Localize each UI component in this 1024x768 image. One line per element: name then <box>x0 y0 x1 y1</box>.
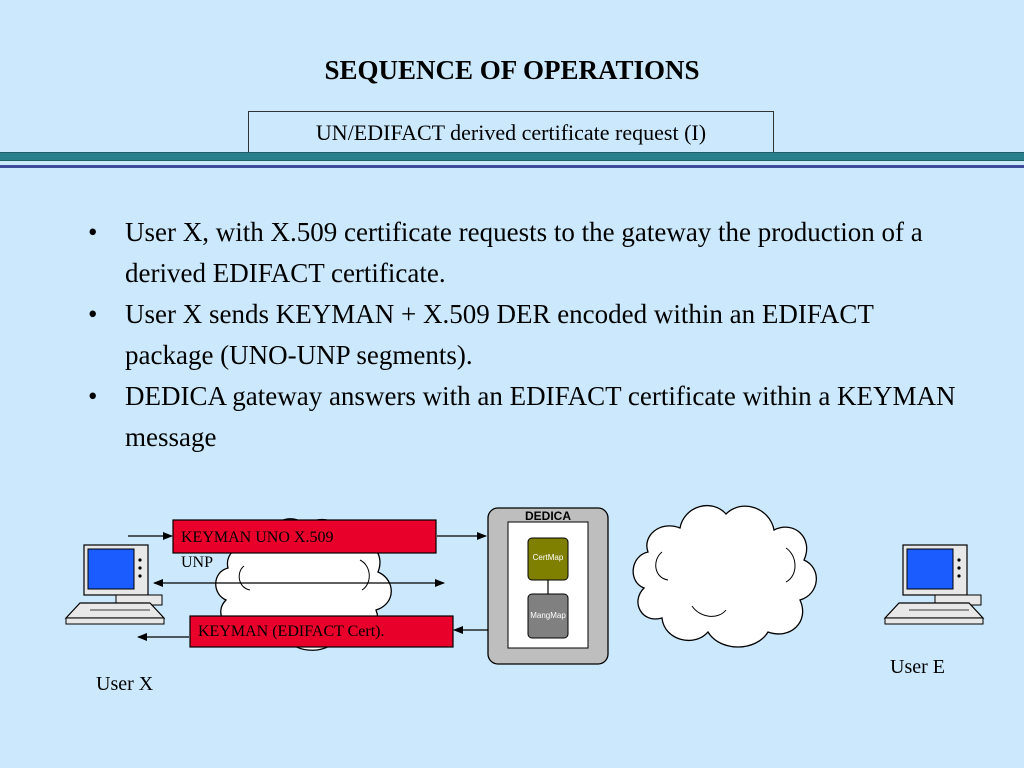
divider-navy <box>0 165 1024 168</box>
response-message-box <box>189 615 454 648</box>
mangmap-label: MangMap <box>530 611 566 620</box>
user-x-label: User X <box>96 673 154 695</box>
bullet-dot: • <box>88 299 98 329</box>
certmap-module <box>527 537 569 581</box>
bullet-text: User X, with X.509 certificate requests … <box>125 217 923 288</box>
bullet-text: DEDICA gateway answers with an EDIFACT c… <box>125 381 956 452</box>
request-message-line1: KEYMAN UNO X.509 <box>181 529 334 546</box>
request-message-box <box>172 519 437 554</box>
bullet-dot: • <box>88 381 98 411</box>
mangmap-module <box>527 593 569 639</box>
bullet-list: • User X, with X.509 certificate requests… <box>88 212 968 458</box>
page-title: SEQUENCE OF OPERATIONS <box>324 55 700 85</box>
subtitle-text: UN/EDIFACT derived certificate request (… <box>315 120 707 145</box>
divider-teal <box>0 152 1024 161</box>
user-e-label: User E <box>890 656 945 678</box>
subtitle-box: UN/EDIFACT derived certificate request (… <box>248 111 774 155</box>
request-message-line2: UNP <box>181 554 214 571</box>
dedica-gateway <box>487 507 609 665</box>
bullet-item: • DEDICA gateway answers with an EDIFACT … <box>88 376 968 458</box>
bullet-item: • User X sends KEYMAN + X.509 DER encoded… <box>88 294 968 376</box>
response-message: KEYMAN (EDIFACT Cert). <box>198 623 385 640</box>
bullet-item: • User X, with X.509 certificate requests… <box>88 212 968 294</box>
gateway-label: DEDICA <box>525 509 571 523</box>
network-cloud-icon <box>632 504 817 648</box>
bullet-text: User X sends KEYMAN + X.509 DER encoded … <box>125 299 874 370</box>
computer-icon-user-e <box>883 544 985 625</box>
computer-icon-user-x <box>64 544 166 625</box>
certmap-label: CertMap <box>533 553 564 562</box>
bullet-dot: • <box>88 217 98 247</box>
